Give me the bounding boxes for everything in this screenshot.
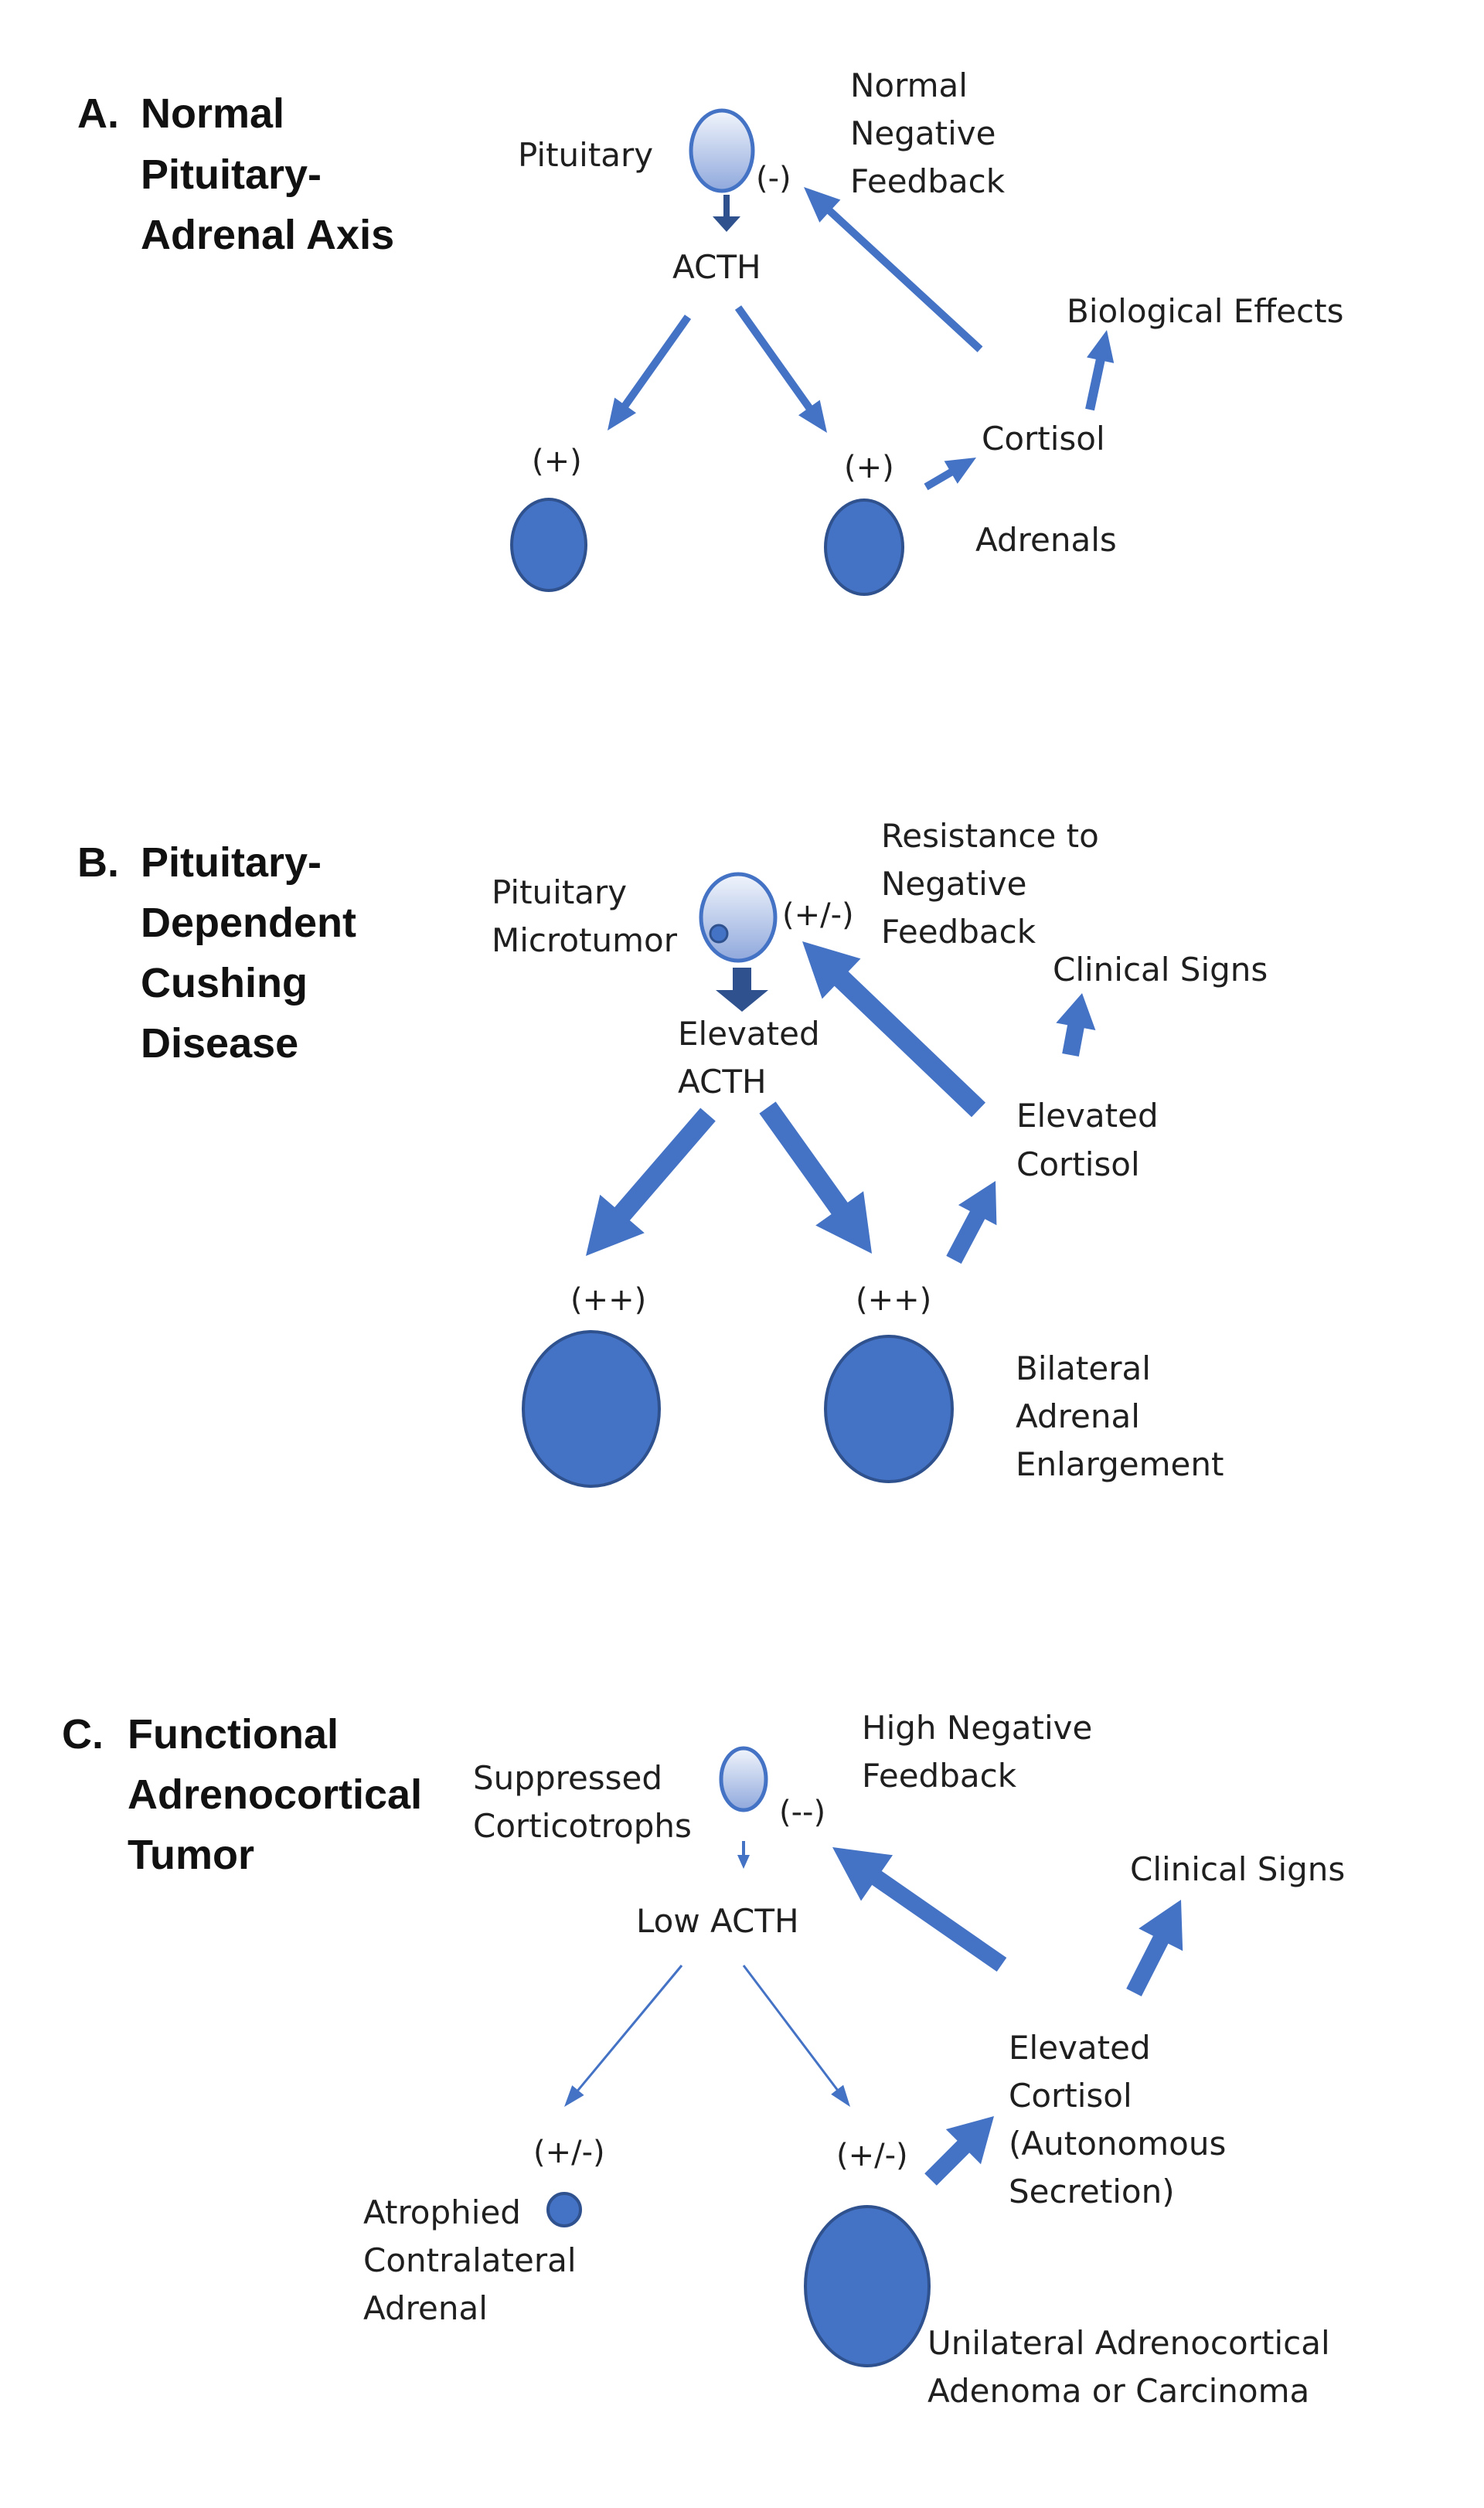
panel-b-cortisol-label-line-2: Cortisol	[1016, 1145, 1140, 1183]
panel-a-right-sign: (+)	[844, 450, 894, 485]
panel-c-title-line-2: Adrenocortical	[128, 1771, 422, 1818]
panel-c-left-adrenal-label-line-3: Adrenal	[363, 2289, 488, 2327]
panel-c-clinical-label: Clinical Signs	[1130, 1850, 1345, 1888]
panel-c-acth-right-arrow	[742, 1965, 850, 2107]
panel-c-title-line-3: Tumor	[128, 1832, 254, 1878]
panel-a-pituitary-gland	[689, 108, 755, 193]
panel-b-cortisol-to-clinical-arrow	[1056, 993, 1096, 1057]
panel-b-feedback-line-2: Negative	[881, 865, 1027, 903]
panel-b-title-line-4: Disease	[141, 1020, 298, 1067]
panel-b-pituitary-label-line-1: Pituitary	[492, 873, 627, 911]
panel-a-effects-label: Biological Effects	[1067, 292, 1343, 330]
panel-a-feedback-line-2: Negative	[850, 114, 996, 152]
panel-c-pituitary-label-line-2: Corticotrophs	[473, 1807, 692, 1845]
panel-c-letter: C.	[62, 1711, 104, 1758]
panel-a-adrenals-label: Adrenals	[975, 521, 1117, 559]
panel-c-cortisol-label-line-1: Elevated	[1009, 2029, 1151, 2067]
panel-c-acth-label: Low ACTH	[636, 1902, 799, 1940]
panel-b-pituitary-gland	[699, 872, 778, 963]
panel-b-left-sign: (++)	[570, 1282, 646, 1318]
panel-a-title-line-2: Pituitary-	[141, 151, 322, 198]
panel-c-pituitary-to-acth-arrow	[737, 1841, 750, 1869]
panel-a-left-adrenal	[510, 498, 587, 592]
panel-b-cortisol-label-line-1: Elevated	[1016, 1097, 1159, 1135]
panel-a-left-sign: (+)	[532, 444, 582, 479]
panel-a-pituitary-to-acth-arrow	[713, 195, 740, 232]
panel-c-left-adrenal-label-line-2: Contralateral	[363, 2241, 577, 2279]
panel-a-adrenal-to-cortisol-arrow	[924, 458, 976, 491]
panel-b-pituitary-label-line-2: Microtumor	[492, 921, 678, 959]
panel-c-pituitary-label-line-1: Suppressed	[473, 1759, 662, 1797]
panel-b-feedback-line-3: Feedback	[881, 913, 1036, 951]
panel-a-feedback-line-3: Feedback	[850, 162, 1006, 200]
panel-c-title-line-1: Functional	[128, 1711, 339, 1758]
panel-c-feedback-line-2: Feedback	[862, 1757, 1017, 1795]
panel-a-pituitary-label: Pituitary	[518, 136, 653, 174]
panel-b-adrenals-label-line-1: Bilateral	[1016, 1349, 1151, 1387]
panel-a-cortisol-to-effects-arrow	[1085, 330, 1115, 411]
panel-a-letter: A.	[77, 90, 119, 137]
panel-b-feedback-sign: (+/-)	[782, 897, 854, 933]
panel-b-letter: B.	[77, 839, 119, 886]
panel-b-feedback-arrow	[802, 941, 985, 1118]
panel-b: B. Pituitary- Dependent Cushing Disease …	[77, 817, 1268, 1488]
panel-a-title-line-1: Normal	[141, 90, 284, 137]
panel-a-acth-left-arrow	[608, 315, 692, 430]
panel-b-acth-label-line-1: Elevated	[678, 1015, 820, 1053]
panel-a-title-line-3: Adrenal Axis	[141, 212, 394, 258]
panel-a: A. Normal Pituitary- Adrenal Axis Pituit…	[77, 66, 1343, 596]
panel-b-clinical-label: Clinical Signs	[1053, 951, 1268, 989]
panel-c-adrenocortical-tumor	[804, 2205, 931, 2367]
panel-b-adrenals-label-line-2: Adrenal	[1016, 1397, 1140, 1435]
panel-b-right-sign: (++)	[856, 1282, 931, 1318]
panel-b-adrenal-to-cortisol-arrow	[946, 1181, 997, 1264]
panel-c-tumor-to-cortisol-arrow	[924, 2116, 994, 2186]
panel-c-tumor-label-line-1: Unilateral Adrenocortical	[928, 2324, 1330, 2362]
panel-a-feedback-line-1: Normal	[850, 66, 968, 104]
panel-a-feedback-arrow	[804, 187, 983, 352]
panel-c-feedback-line-1: High Negative	[862, 1709, 1092, 1747]
panel-a-cortisol-label: Cortisol	[982, 420, 1105, 458]
panel-c-left-adrenal-label-line-1: Atrophied	[363, 2193, 521, 2231]
panel-a-acth-right-arrow	[734, 305, 827, 433]
panel-b-title-line-2: Dependent	[141, 900, 356, 946]
panel-c: C. Functional Adrenocortical Tumor Suppr…	[62, 1709, 1345, 2410]
panel-b-acth-right-arrow	[759, 1101, 872, 1254]
panel-b-title-line-3: Cushing	[141, 960, 308, 1006]
panel-b-feedback-line-1: Resistance to	[881, 817, 1099, 855]
panel-a-acth-label: ACTH	[672, 248, 761, 286]
panel-c-feedback-arrow	[832, 1847, 1007, 1972]
panel-b-right-adrenal	[824, 1335, 954, 1483]
panel-a-right-adrenal	[824, 499, 904, 596]
panel-c-tumor-label-line-2: Adenoma or Carcinoma	[928, 2372, 1309, 2410]
panel-c-right-sign: (+/-)	[836, 2138, 908, 2173]
panel-b-pituitary-to-acth-arrow	[716, 968, 768, 1012]
panel-b-title-line-1: Pituitary-	[141, 839, 322, 886]
panel-b-acth-label-line-2: ACTH	[678, 1063, 767, 1101]
panel-c-feedback-sign: (--)	[779, 1795, 825, 1830]
panel-c-cortisol-label-line-4: Secretion)	[1009, 2173, 1175, 2210]
panel-b-microtumor	[709, 924, 729, 944]
panel-c-cortisol-label-line-2: Cortisol	[1009, 2077, 1132, 2115]
panel-c-cortisol-label-line-3: (Autonomous	[1009, 2125, 1226, 2163]
panel-b-acth-left-arrow	[586, 1108, 716, 1256]
panel-c-acth-left-arrow	[564, 1965, 683, 2107]
panel-c-atrophied-adrenal	[546, 2192, 582, 2227]
panel-a-feedback-sign: (-)	[756, 161, 791, 196]
panel-b-adrenals-label-line-3: Enlargement	[1016, 1445, 1224, 1483]
panel-c-pituitary-gland	[719, 1746, 768, 1812]
panel-b-left-adrenal	[522, 1330, 661, 1488]
panel-c-left-sign: (+/-)	[533, 2135, 605, 2170]
panel-c-cortisol-to-clinical-arrow	[1126, 1900, 1183, 1996]
